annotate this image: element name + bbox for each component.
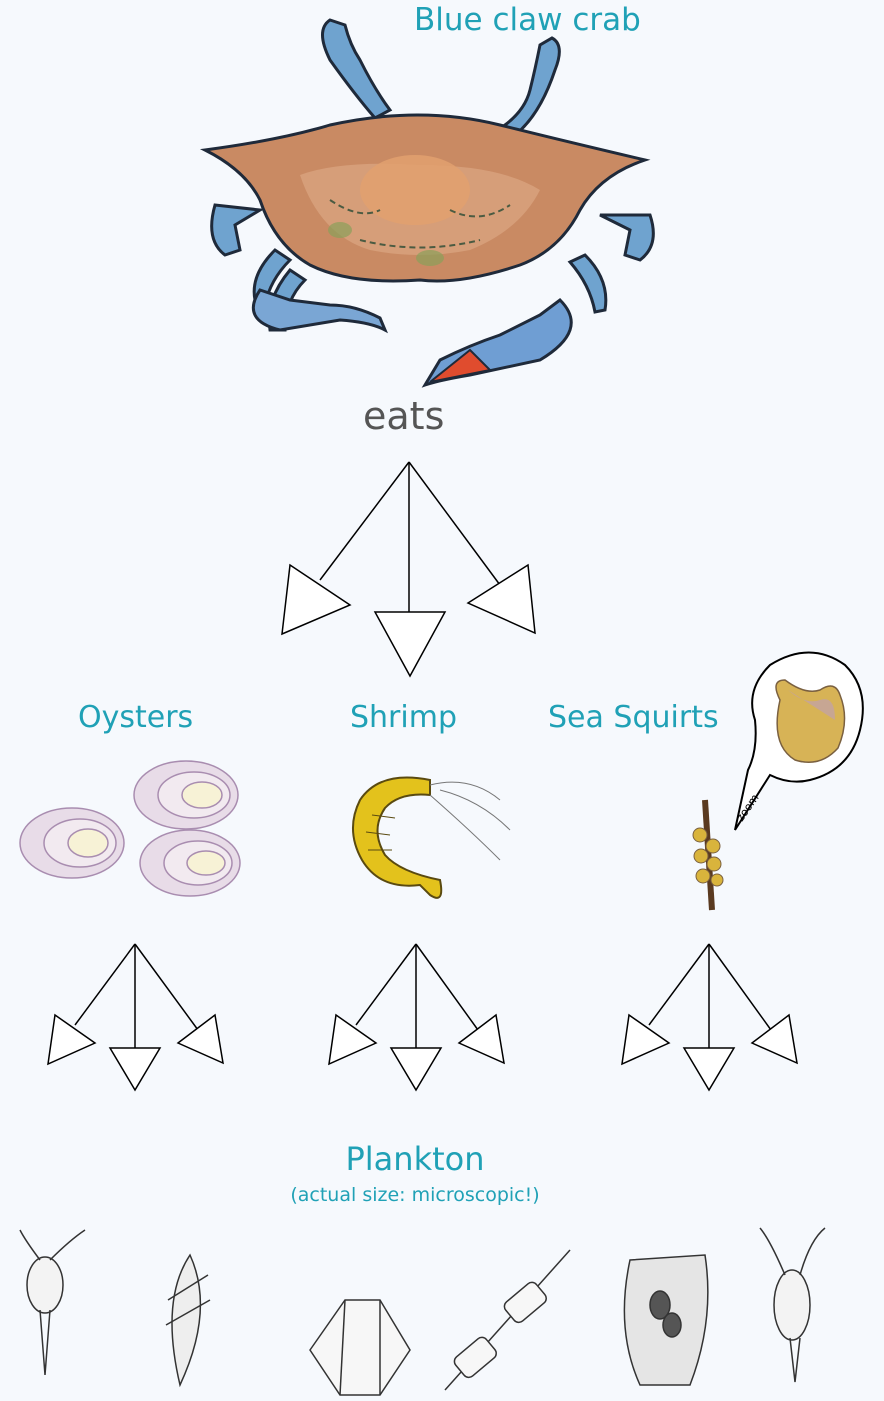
plankton-illustration [0, 0, 884, 1401]
